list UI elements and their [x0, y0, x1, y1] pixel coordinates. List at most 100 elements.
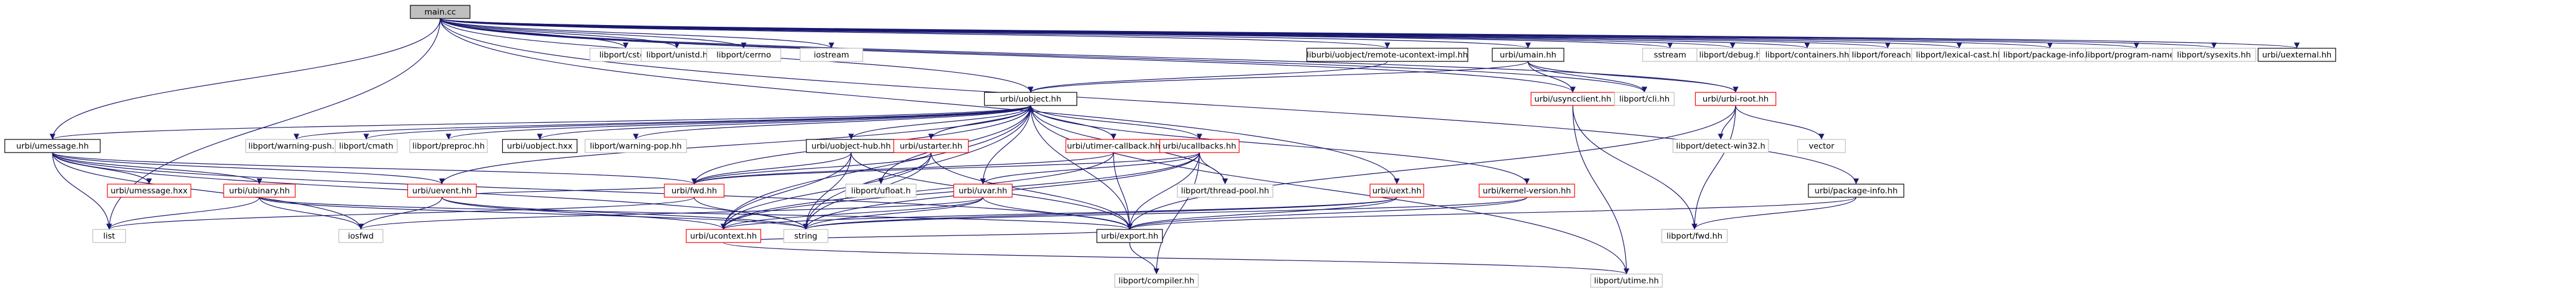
node-label-usyncclient: urbi/usyncclient.hh — [1534, 95, 1611, 104]
node-uexternal[interactable]: urbi/uexternal.hh — [2258, 48, 2336, 62]
node-list[interactable]: list — [92, 229, 126, 243]
node-detectwin[interactable]: libport/detect-win32.h — [1672, 139, 1769, 153]
node-foreach[interactable]: libport/foreach.hh — [1849, 48, 1926, 62]
node-label-utime: libport/utime.hh — [1594, 276, 1659, 286]
node-sstream[interactable]: sstream — [1642, 48, 1698, 62]
node-box-uvar — [953, 184, 1013, 198]
node-vector[interactable]: vector — [1797, 139, 1846, 153]
node-ustarter[interactable]: urbi/ustarter.hh — [893, 139, 969, 153]
node-box-uext — [1369, 184, 1424, 198]
node-cli[interactable]: libport/cli.hh — [1614, 92, 1675, 106]
edge-main-to-uext — [440, 18, 1400, 185]
edge-ucontext-to-utime — [723, 242, 1629, 275]
node-fwd[interactable]: urbi/fwd.hh — [664, 184, 725, 198]
node-compiler[interactable]: libport/compiler.hh — [1114, 274, 1199, 288]
edge-uobject-to-ucallbacks — [1030, 105, 1202, 140]
edge-ubinary-to-list — [106, 197, 260, 230]
edge-usyncclient-to-utime — [1572, 105, 1629, 275]
node-umain[interactable]: urbi/umain.hh — [1492, 48, 1564, 62]
edge-urbiroot-to-detectwin — [1718, 105, 1736, 140]
node-label-containers: libport/containers.hh — [1765, 51, 1850, 60]
node-usyncclient[interactable]: urbi/usyncclient.hh — [1530, 92, 1615, 106]
edge-main-to-umain — [440, 18, 1531, 49]
node-wpop[interactable]: libport/warning-pop.hh — [585, 139, 687, 153]
node-box-uexternal — [2258, 48, 2336, 62]
edge-uevent-to-ucontext — [441, 197, 726, 230]
edge-uobject-to-utimercb — [1030, 105, 1117, 140]
edge-umain-to-cli — [1527, 61, 1647, 93]
node-uobjecthxx[interactable]: urbi/uobject.hxx — [502, 139, 578, 153]
node-unistd[interactable]: libport/unistd.h — [641, 48, 713, 62]
node-pkginfo_urbi[interactable]: urbi/package-info.hh — [1808, 184, 1904, 198]
node-cerrno[interactable]: libport/cerrno — [706, 48, 781, 62]
node-label-kernelver: urbi/kernel-version.hh — [1483, 187, 1571, 196]
node-uext[interactable]: urbi/uext.hh — [1369, 184, 1424, 198]
edge-main-to-urbiroot — [440, 18, 1739, 93]
node-pkginfo_lp[interactable]: libport/package-info.hh — [1999, 48, 2101, 62]
node-debug[interactable]: libport/debug.hh — [1696, 48, 1769, 62]
edge-umessage-to-ubinary — [52, 152, 262, 185]
edge-ustarter-to-uobject — [930, 105, 1034, 140]
edge-remote-to-uobject — [1028, 61, 1388, 93]
node-box-cli — [1614, 92, 1675, 106]
node-remote[interactable]: liburbi/uobject/remote-ucontext-impl.hh — [1306, 48, 1468, 62]
node-ucontext[interactable]: urbi/ucontext.hh — [685, 229, 762, 243]
node-iosfwd[interactable]: iosfwd — [338, 229, 384, 243]
node-uobjecthub[interactable]: urbi/uobject-hub.hh — [806, 139, 896, 153]
node-utimercb[interactable]: urbi/utimer-callback.hh — [1065, 139, 1162, 153]
edge-ucallbacks-to-fwd — [691, 152, 1200, 185]
node-cmath[interactable]: libport/cmath — [335, 139, 398, 153]
node-sysexits[interactable]: libport/sysexits.hh — [2172, 48, 2256, 62]
node-label-ufloat: libport/ufloat.h — [851, 187, 911, 196]
node-umessage[interactable]: urbi/umessage.hh — [4, 139, 101, 153]
node-iostream[interactable]: iostream — [799, 48, 864, 62]
edge-main-to-uexternal — [440, 18, 2299, 49]
edge-umain-to-urbiroot — [1527, 61, 1739, 93]
node-box-cerrno — [706, 48, 781, 62]
node-box-umain — [1492, 48, 1564, 62]
node-label-umessagehxx: urbi/umessage.hxx — [110, 187, 187, 196]
node-main[interactable]: main.cc — [410, 5, 471, 19]
node-label-unistd: libport/unistd.h — [647, 51, 708, 60]
edge-uobject-to-utime — [1030, 105, 1629, 275]
node-ufloat[interactable]: libport/ufloat.h — [845, 184, 917, 198]
node-label-main: main.cc — [425, 8, 456, 17]
edge-pkginfo_urbi-to-export — [1127, 197, 1857, 230]
node-label-urbiroot: urbi/urbi-root.hh — [1703, 95, 1769, 104]
node-export[interactable]: urbi/export.hh — [1096, 229, 1163, 243]
edge-uvar-to-ucontext — [720, 197, 984, 230]
node-label-string: string — [794, 232, 818, 241]
edge-umain-to-uobject — [1028, 61, 1529, 93]
node-box-iosfwd — [338, 229, 384, 243]
edge-uobject-to-preproc — [446, 105, 1031, 140]
node-urbiroot[interactable]: urbi/urbi-root.hh — [1694, 92, 1777, 106]
edge-uobject-to-uevent — [439, 105, 1031, 185]
node-ubinary[interactable]: urbi/ubinary.hh — [223, 184, 296, 198]
node-wpush[interactable]: libport/warning-push.hh — [245, 139, 348, 153]
edge-ustarter-to-export — [930, 152, 1133, 230]
node-lexical[interactable]: libport/lexical-cast.hh — [1911, 48, 2008, 62]
edge-export-to-compiler — [1129, 242, 1159, 275]
node-threadpool[interactable]: libport/thread-pool.hh — [1177, 184, 1273, 198]
node-utime[interactable]: libport/utime.hh — [1590, 274, 1663, 288]
node-uevent[interactable]: urbi/uevent.hh — [407, 184, 477, 198]
node-label-list: list — [103, 232, 115, 241]
node-label-utimercb: urbi/utimer-callback.hh — [1067, 142, 1160, 151]
node-box-fwd — [664, 184, 725, 198]
node-ucallbacks[interactable]: urbi/ucallbacks.hh — [1159, 139, 1240, 153]
node-preproc[interactable]: libport/preproc.hh — [409, 139, 488, 153]
node-label-uevent: urbi/uevent.hh — [412, 187, 471, 196]
edge-uobject-to-uobjecthub — [848, 105, 1031, 140]
node-containers[interactable]: libport/containers.hh — [1759, 48, 1856, 62]
node-label-progname: libport/program-name.hh — [2086, 51, 2187, 60]
node-uobject[interactable]: urbi/uobject.hh — [984, 92, 1078, 106]
node-umessagehxx[interactable]: urbi/umessage.hxx — [107, 184, 191, 198]
node-string[interactable]: string — [783, 229, 828, 243]
node-label-iosfwd: iosfwd — [348, 232, 373, 241]
node-progname[interactable]: libport/program-name.hh — [2085, 48, 2188, 62]
node-kernelver[interactable]: urbi/kernel-version.hh — [1479, 184, 1575, 198]
edge-uobject-to-uobjecthxx — [537, 105, 1031, 140]
node-uvar[interactable]: urbi/uvar.hh — [953, 184, 1013, 198]
node-fwd_lp[interactable]: libport/fwd.hh — [1661, 229, 1728, 243]
